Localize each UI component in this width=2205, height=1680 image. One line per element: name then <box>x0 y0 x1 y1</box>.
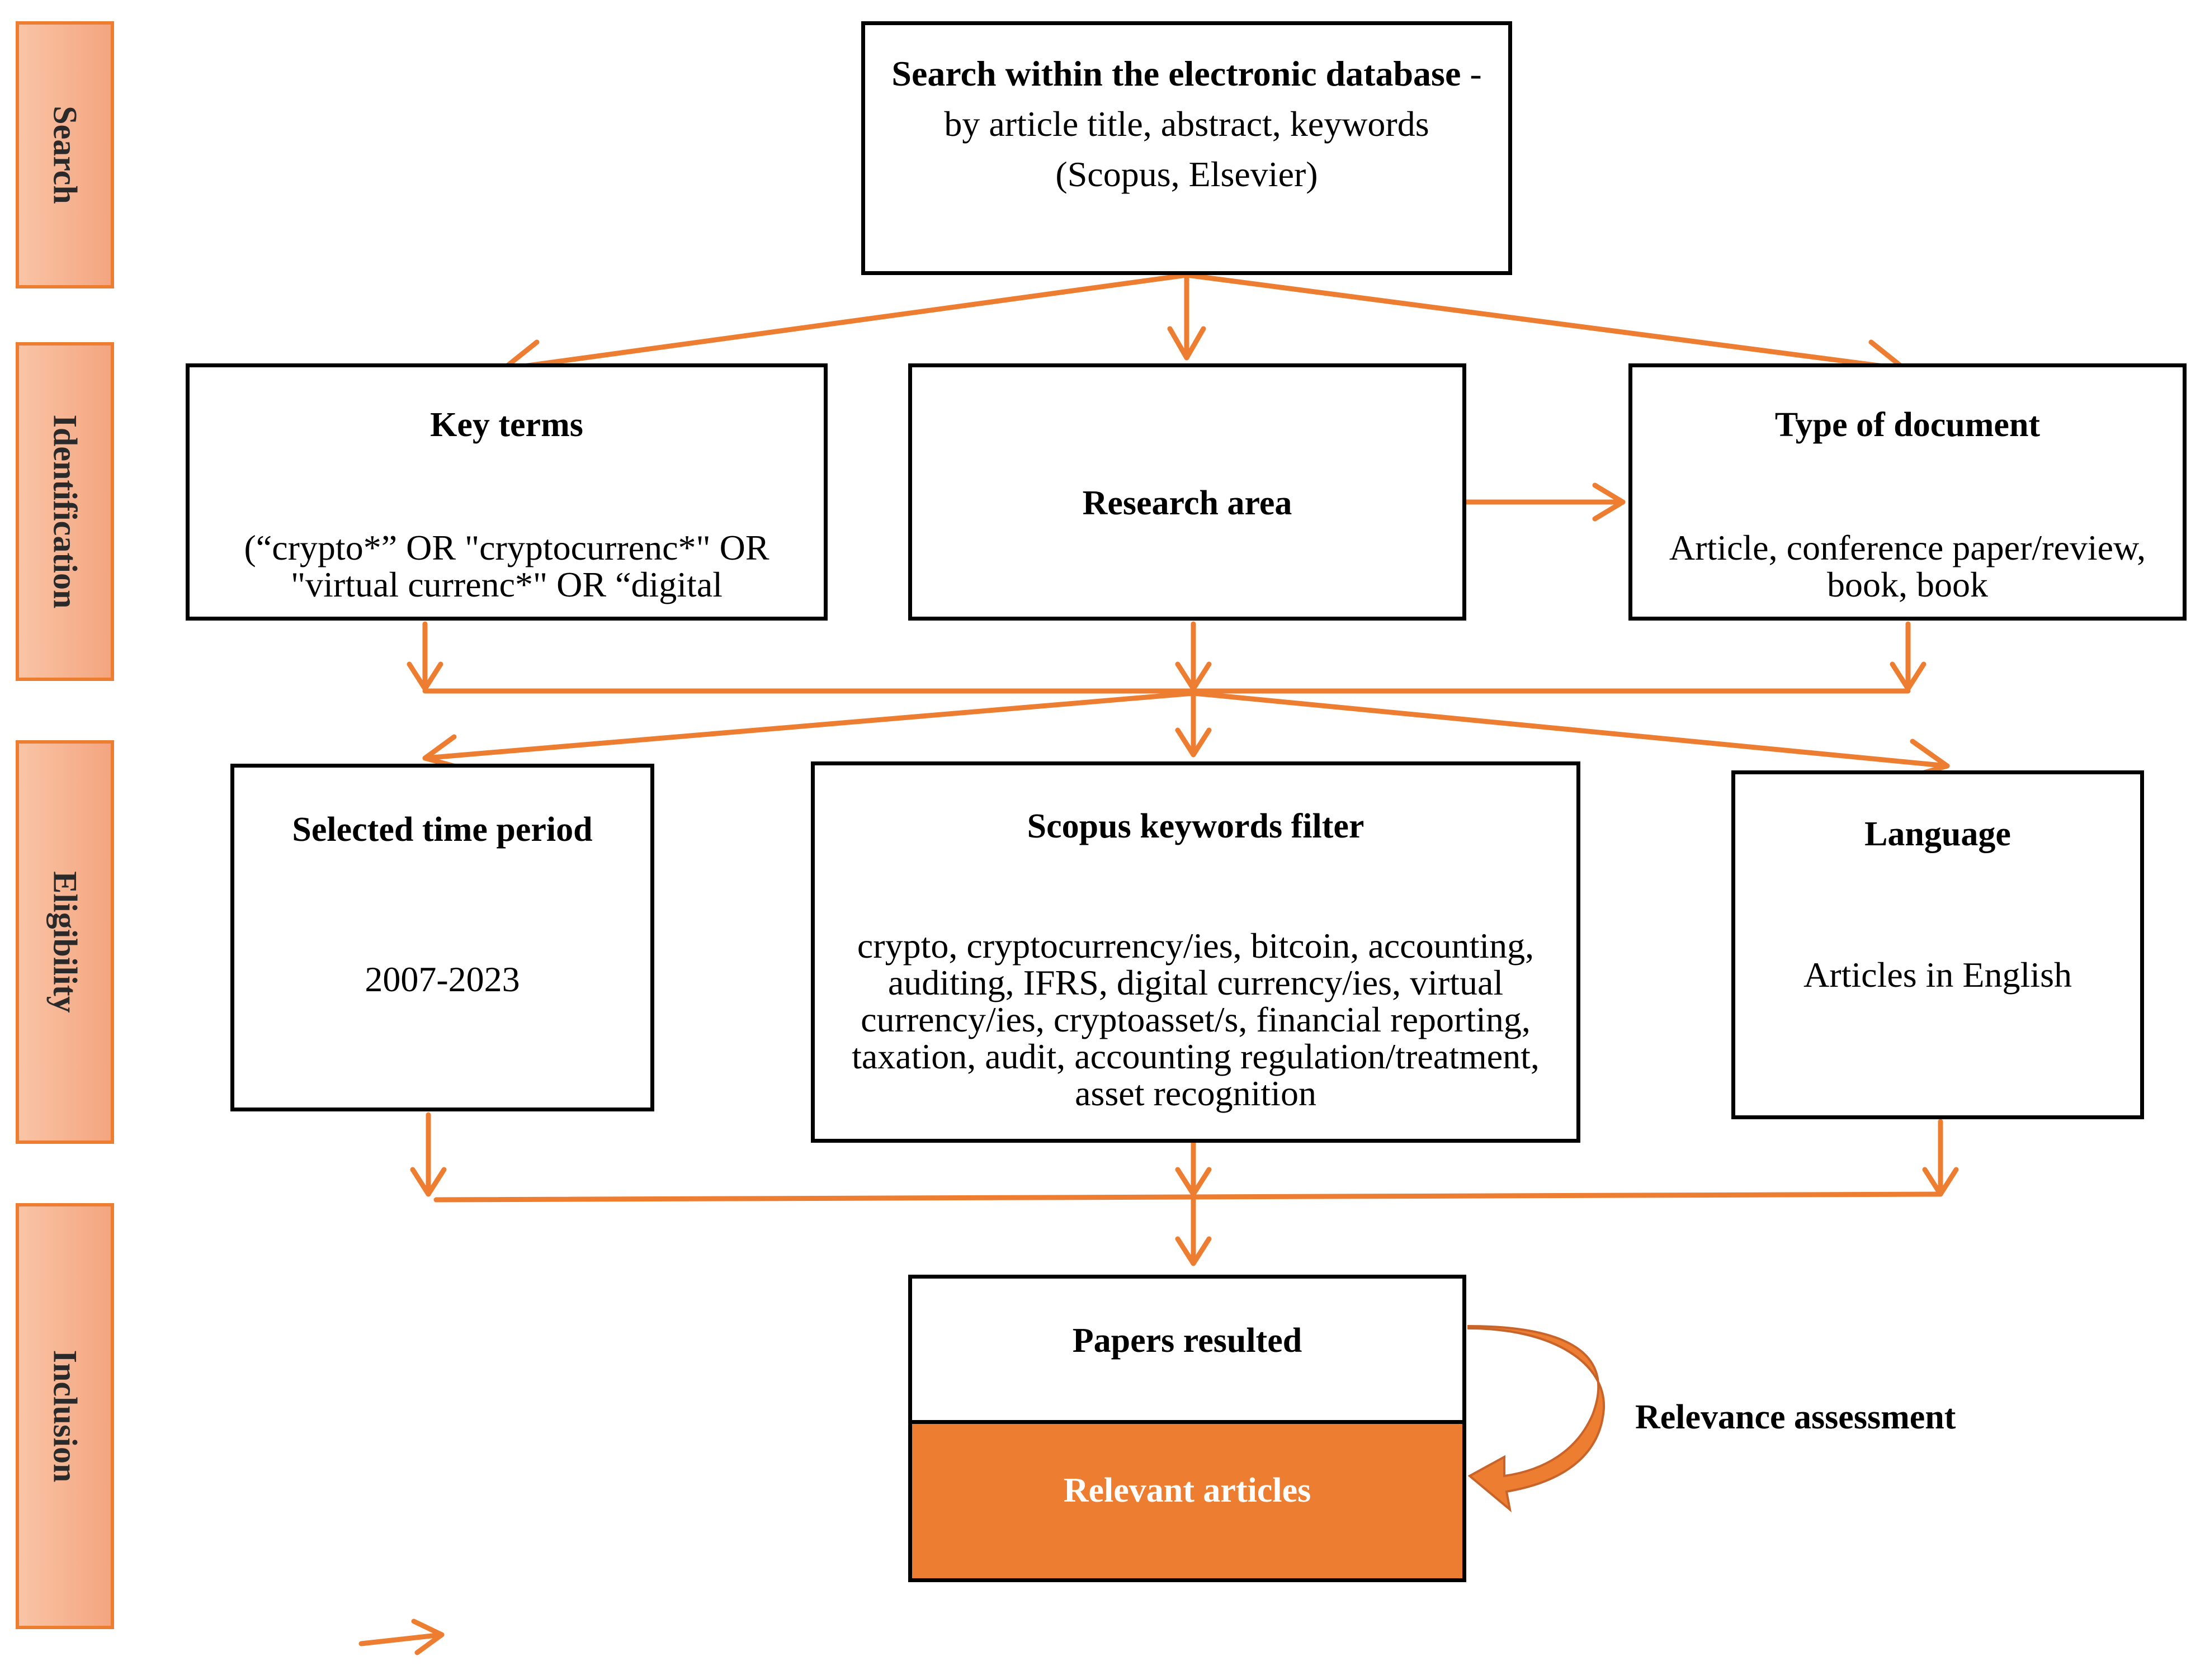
relevant-articles-title: Relevant articles <box>1063 1471 1311 1509</box>
language-title: Language <box>1864 815 2011 853</box>
legend-arrowhead-icon <box>411 1619 445 1655</box>
merge-line-eligibility <box>433 1191 1943 1203</box>
legend-arrow-line <box>358 1632 445 1646</box>
type-of-document-box: Type of document Article, conference pap… <box>1628 363 2187 621</box>
time-period-title: Selected time period <box>292 811 593 849</box>
search-box: Search within the electronic database - … <box>861 21 1512 275</box>
type-of-document-title: Type of document <box>1774 406 2041 444</box>
search-box-content: Search within the electronic database - … <box>887 49 1486 200</box>
arrowhead-research-type-icon <box>1592 482 1626 522</box>
time-period-text: 2007-2023 <box>365 959 520 999</box>
arrowhead-scopus-icon <box>1175 727 1212 758</box>
connector-search-to-type <box>1184 272 1907 372</box>
arrowhead-papers-icon <box>1175 1236 1212 1266</box>
search-box-text: by article title, abstract, keywords (Sc… <box>944 104 1429 194</box>
papers-resulted-box: Papers resulted <box>908 1275 1466 1426</box>
scopus-filter-title: Scopus keywords filter <box>1027 807 1364 845</box>
relevance-assessment-label: Relevance assessment <box>1635 1398 1956 1436</box>
phase-inclusion: Inclusion <box>16 1203 114 1629</box>
scopus-filter-box: Scopus keywords filter crypto, cryptocur… <box>811 761 1580 1143</box>
phase-eligibility: Eligibility <box>16 740 114 1144</box>
connector-search-to-keyterms <box>501 272 1189 372</box>
relevant-articles-box: Relevant articles <box>908 1420 1466 1582</box>
arrowhead-research-icon <box>1167 326 1206 361</box>
connector-merge-to-language <box>1191 690 1950 769</box>
arrowhead-time-icon <box>422 734 460 770</box>
time-period-box: Selected time period 2007-2023 <box>230 764 654 1111</box>
research-area-title: Research area <box>1082 484 1292 522</box>
search-box-separator: - <box>1461 54 1482 93</box>
connector-merge-to-time <box>422 690 1196 761</box>
phase-search: Search <box>16 21 114 288</box>
relevance-curve-arrow-icon <box>1467 1324 1606 1513</box>
key-terms-box: Key terms (“crypto*” OR "cryptocurrenc*"… <box>186 363 828 621</box>
arrowhead-scopus-down-icon <box>1175 1167 1212 1197</box>
arrowhead-time-down-icon <box>410 1167 447 1197</box>
type-of-document-text: Article, conference paper/review, book, … <box>1669 528 2146 604</box>
language-box: Language Articles in English <box>1731 770 2144 1119</box>
search-box-title: Search within the electronic database <box>891 54 1461 93</box>
key-terms-text: (“crypto*” OR "cryptocurrenc*" OR "virtu… <box>244 528 769 604</box>
scopus-filter-text: crypto, cryptocurrency/ies, bitcoin, acc… <box>852 926 1540 1113</box>
research-area-box: Research area <box>908 363 1466 621</box>
key-terms-title: Key terms <box>430 406 583 444</box>
language-text: Articles in English <box>1803 955 2072 995</box>
papers-resulted-title: Papers resulted <box>1072 1322 1302 1360</box>
phase-identification: Identification <box>16 342 114 681</box>
